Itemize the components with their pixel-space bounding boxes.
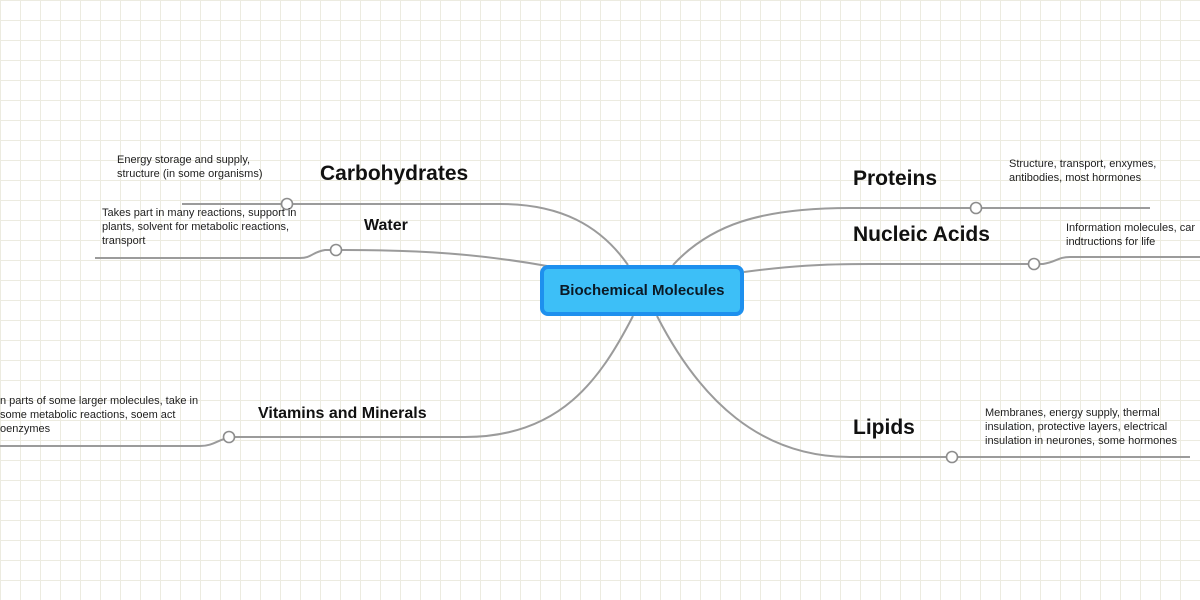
connector-proteins — [672, 207, 1150, 266]
topic-carbohydrates[interactable]: Carbohydrates — [320, 162, 469, 185]
branch-knob-water[interactable] — [329, 243, 343, 257]
connector-carbohydrates — [182, 203, 629, 266]
topic-nucleic-acids[interactable]: Nucleic Acids — [853, 223, 990, 246]
branch-knob-vitamins[interactable] — [222, 430, 236, 444]
note-proteins: Structure, transport, enxymes, antibodie… — [1009, 158, 1157, 184]
topic-lipids[interactable]: Lipids — [853, 416, 915, 439]
topic-proteins[interactable]: Proteins — [853, 167, 938, 190]
note-vitamins: n parts of some larger molecules, take i… — [0, 395, 199, 435]
connector-nucleic — [743, 256, 1200, 273]
connector-water — [95, 249, 548, 267]
note-water: Takes part in many reactions, support in… — [102, 207, 297, 247]
branch-knob-lipids[interactable] — [945, 450, 959, 464]
connector-lipids — [656, 315, 1190, 458]
note-nucleic-acids: Information molecules, car indtructions … — [1066, 222, 1195, 248]
branch-knob-nucleic[interactable] — [1027, 257, 1041, 271]
branch-knob-proteins[interactable] — [969, 201, 983, 215]
branch-knob-carbohydrates[interactable] — [280, 197, 294, 211]
note-lipids: Membranes, energy supply, thermal insula… — [985, 407, 1178, 447]
topic-vitamins[interactable]: Vitamins and Minerals — [258, 405, 427, 422]
note-carbohydrates: Energy storage and supply, structure (in… — [117, 154, 263, 180]
central-topic[interactable]: Biochemical Molecules — [540, 265, 744, 316]
connector-vitamins — [0, 315, 634, 447]
topic-water[interactable]: Water — [364, 217, 408, 234]
